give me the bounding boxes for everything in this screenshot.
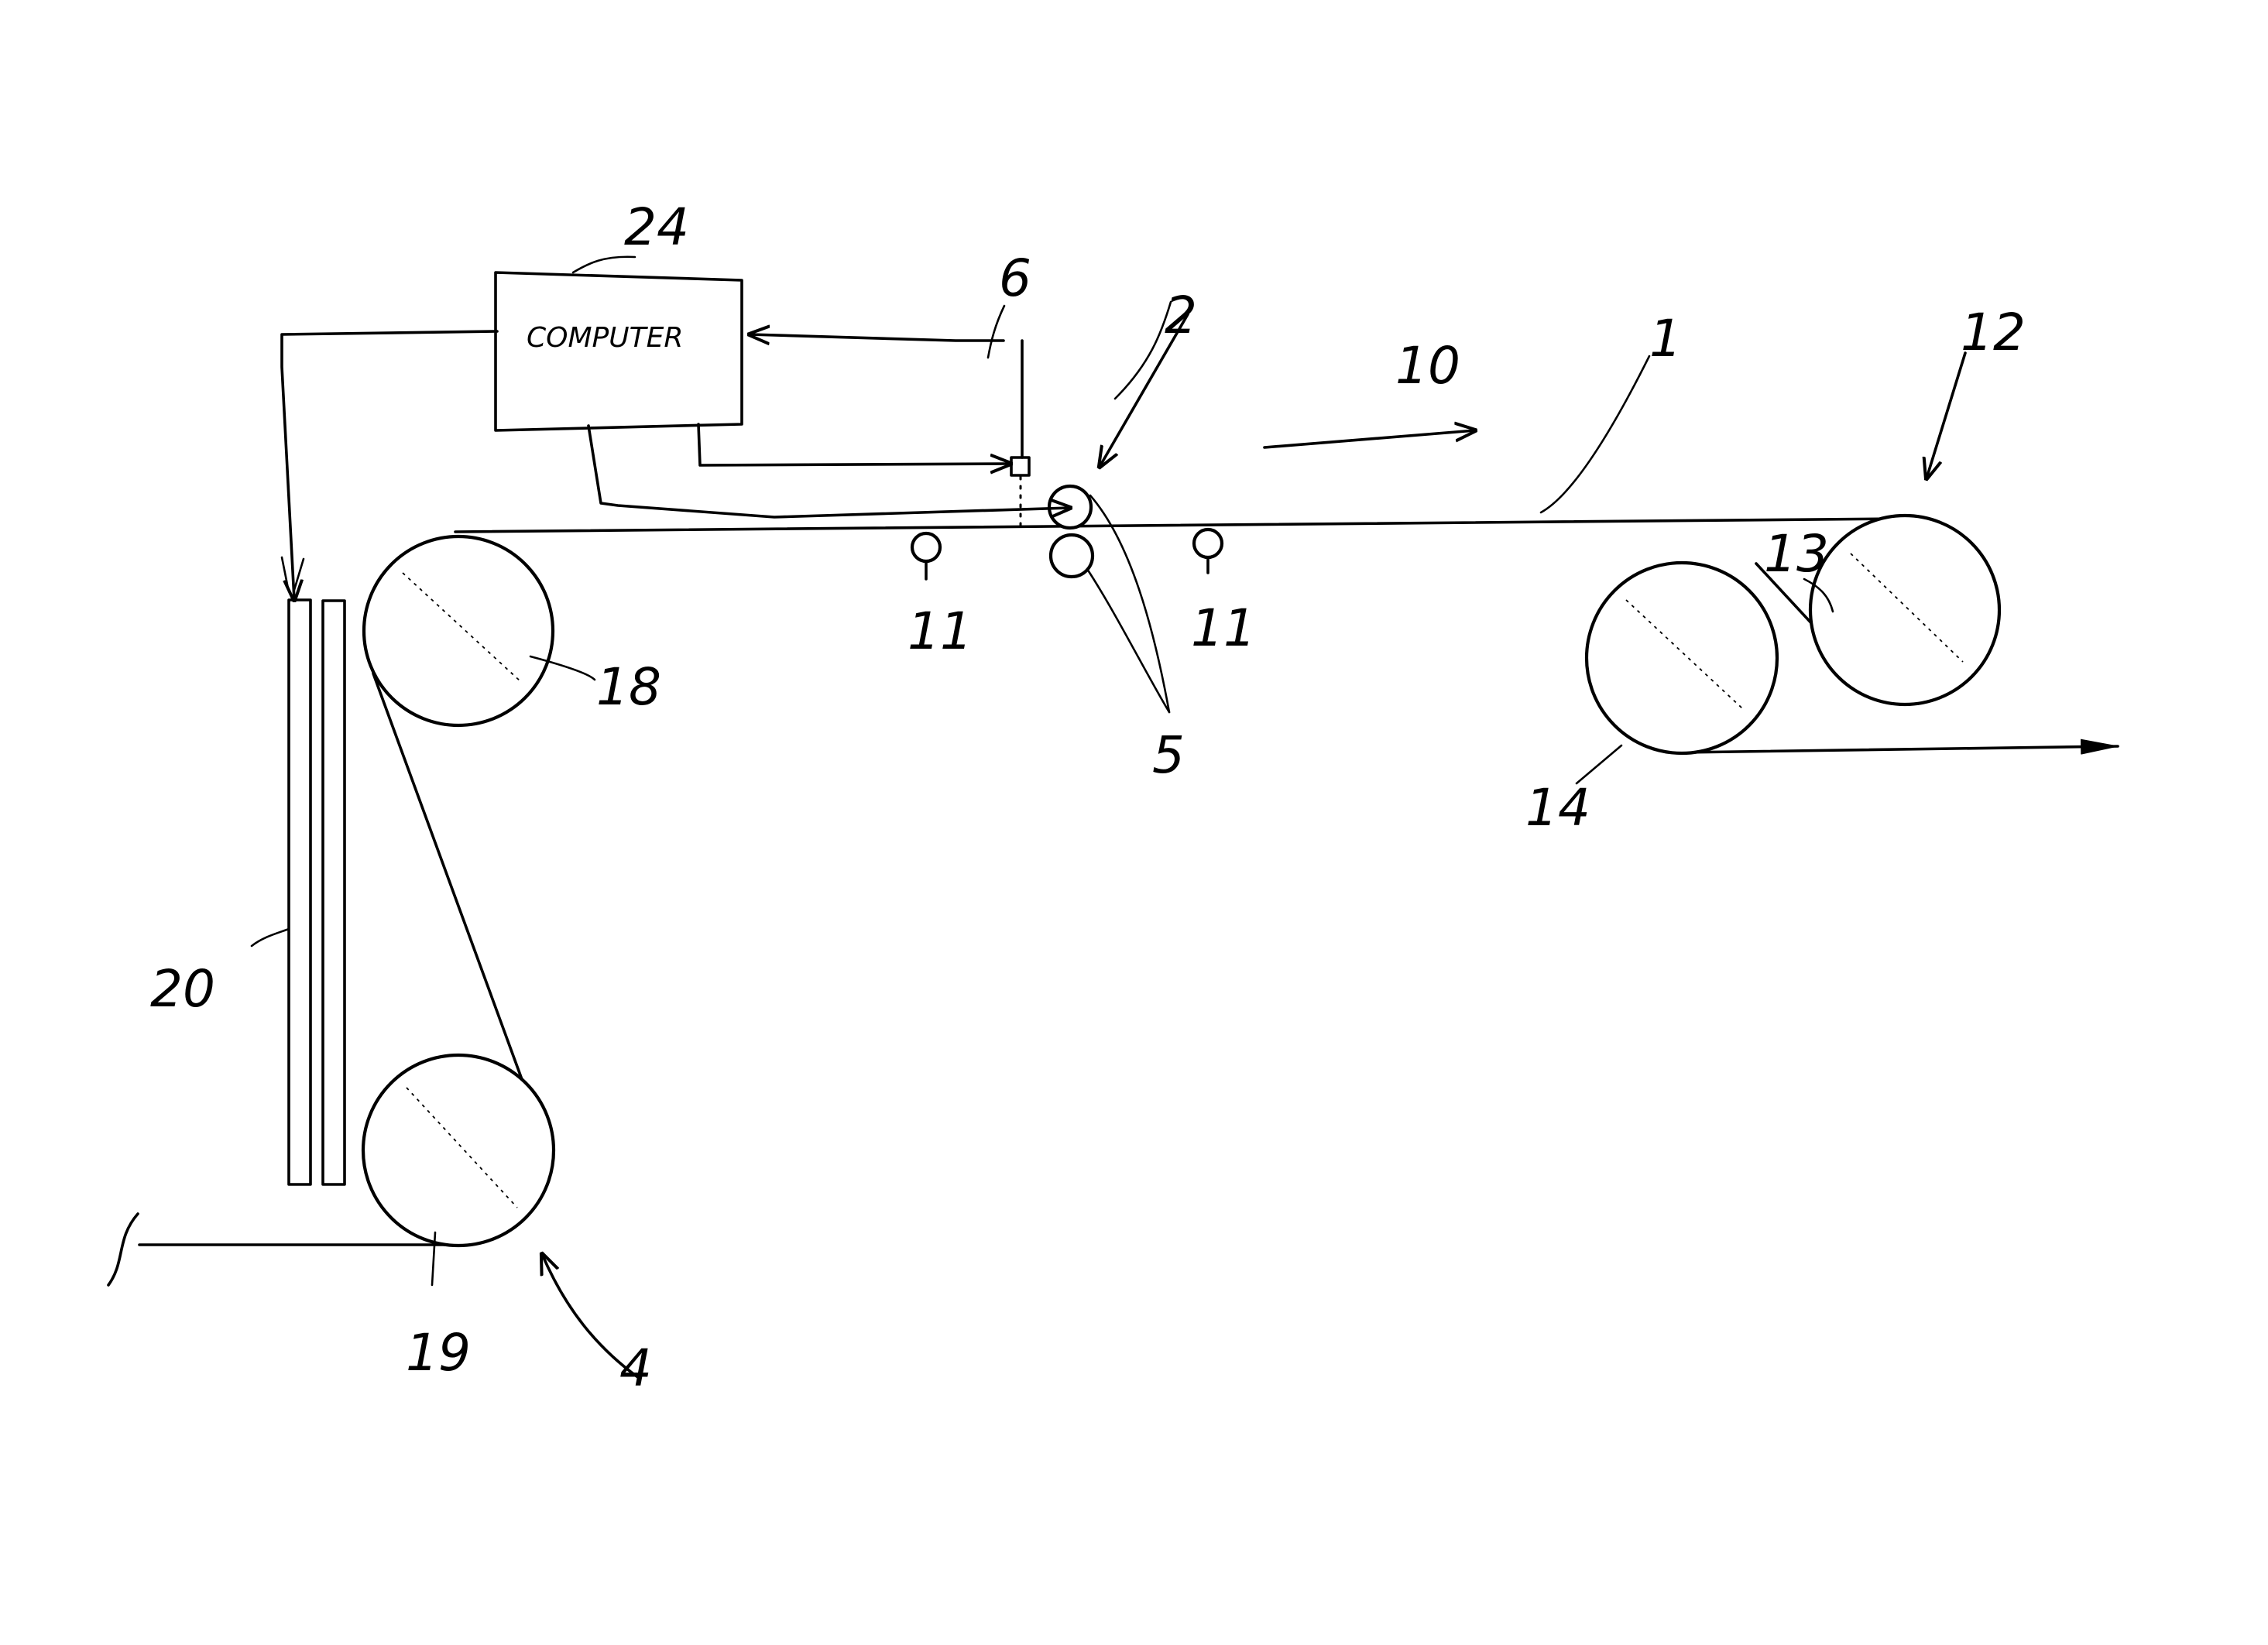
web-break-mark — [108, 1214, 138, 1285]
label-11-right: 11 — [1191, 598, 1256, 658]
direction-arrow — [1264, 430, 1475, 447]
label-19: 19 — [406, 1323, 471, 1383]
label-5: 5 — [1152, 725, 1185, 785]
label-10: 10 — [1395, 336, 1460, 396]
label-6: 6 — [999, 248, 1031, 308]
roll-14 — [1587, 563, 1777, 753]
support-roller-left — [912, 533, 940, 561]
sensor-box — [1011, 458, 1029, 475]
label-13: 13 — [1764, 524, 1829, 584]
web-top-line — [455, 519, 1900, 532]
computer-box: COMPUTER — [496, 272, 742, 430]
roll-12 — [1810, 516, 1999, 704]
web-output-line — [1682, 746, 2118, 752]
label-4: 4 — [619, 1338, 652, 1398]
heater-plates — [289, 600, 345, 1184]
support-roller-right — [1194, 529, 1222, 557]
label-11-left: 11 — [908, 601, 973, 661]
roll-19 — [363, 1055, 554, 1246]
label-12: 12 — [1961, 303, 2026, 362]
label-1: 1 — [1649, 309, 1682, 368]
roll-18 — [364, 536, 553, 725]
label-2: 2 — [1165, 286, 1197, 345]
computer-box-label: COMPUTER — [527, 322, 683, 354]
label-14: 14 — [1525, 778, 1590, 838]
label-24: 24 — [624, 197, 689, 257]
label-18: 18 — [596, 657, 661, 717]
nip-roller-lower — [1051, 535, 1093, 577]
web-left-tangent — [373, 673, 534, 1113]
label-20: 20 — [150, 959, 215, 1019]
